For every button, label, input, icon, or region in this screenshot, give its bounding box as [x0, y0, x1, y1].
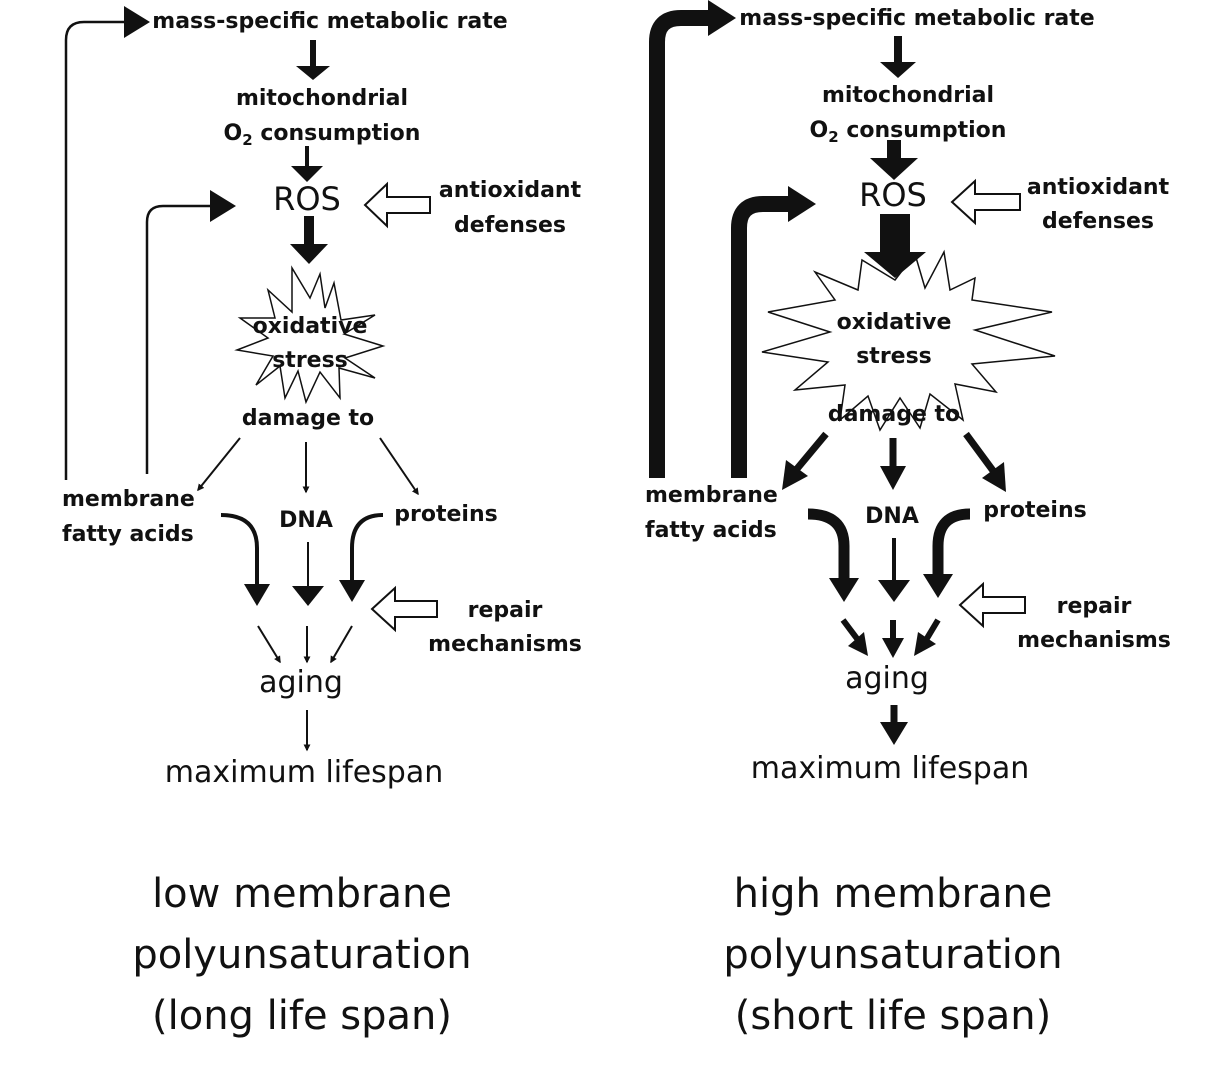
right-arrow-proteins-curve-head	[923, 574, 953, 598]
right-oxidative-stress-starburst	[761, 249, 1056, 432]
right-metabolic-rate-label: mass-specific metabolic rate	[739, 6, 1094, 31]
left-arrow-metabolic-to-mito-shaft	[310, 40, 316, 68]
right-arrow-ros-to-stress-shaft	[880, 214, 910, 254]
left-arrow-to-aging-1	[257, 625, 281, 664]
right-stress-label-line2: stress	[856, 344, 932, 369]
right-arrow-mito-to-ros-shaft	[887, 140, 901, 162]
right-arrow-damage-to-dna-head	[880, 466, 906, 490]
left-arrow-ros-to-stress-shaft	[304, 216, 314, 246]
right-arrow-membrane-curve	[807, 508, 850, 580]
left-feedback-arrow-ros	[145, 204, 212, 474]
right-arrow-damage-to-proteins	[963, 431, 997, 475]
left-membrane-label-line2: fatty acids	[62, 522, 194, 547]
right-antioxidant-label-line1: antioxidant	[1027, 175, 1170, 200]
left-arrow-membrane-curve-head	[244, 584, 270, 606]
right-arrow-damage-to-proteins-head	[982, 462, 1006, 492]
right-panel: mass-specific metabolic rate mitochondri…	[645, 0, 1171, 1039]
right-ros-label: ROS	[859, 176, 927, 214]
left-arrow-membrane-curve	[220, 513, 259, 586]
left-panel: mass-specific metabolic rate mitochondri…	[62, 6, 582, 1039]
left-arrow-mito-to-ros-shaft	[305, 146, 309, 168]
left-feedback-arrowhead-metabolic	[124, 6, 150, 38]
right-repair-label-line2: mechanisms	[1017, 628, 1171, 653]
right-antioxidant-open-arrow	[950, 178, 1021, 226]
left-caption-line1: low membrane	[152, 871, 452, 917]
right-feedback-arrow-metabolic	[649, 10, 712, 478]
right-membrane-label-line1: membrane	[645, 483, 778, 508]
right-arrow-to-aging-1-head	[848, 632, 868, 656]
left-arrow-mito-to-ros-head	[291, 166, 323, 182]
right-lifespan-label: maximum lifespan	[751, 751, 1029, 786]
right-arrow-metabolic-to-mito-head	[880, 62, 916, 78]
right-stress-label-line1: oxidative	[837, 310, 952, 335]
right-arrow-damage-to-membrane	[793, 431, 829, 473]
right-feedback-arrowhead-ros	[788, 186, 816, 222]
left-mito-label-line1: mitochondrial	[236, 86, 408, 111]
left-aging-label: aging	[259, 665, 343, 700]
left-proteins-label: proteins	[394, 502, 497, 527]
left-arrow-to-aging-3	[330, 625, 353, 664]
right-damage-label: damage to	[828, 402, 960, 427]
left-repair-label-line1: repair	[468, 598, 543, 623]
right-aging-label: aging	[845, 661, 929, 696]
right-mito-label-line2: O2 consumption	[810, 118, 1007, 146]
left-antioxidant-label-line2: defenses	[454, 213, 566, 238]
right-antioxidant-label-line2: defenses	[1042, 209, 1154, 234]
right-arrow-to-aging-2-head	[882, 638, 904, 658]
right-arrow-ros-to-stress-head	[864, 252, 926, 278]
right-arrow-aging-to-lifespan-head	[880, 722, 908, 745]
left-arrow-proteins-curve-head	[339, 580, 365, 602]
left-caption-line2: polyunsaturation	[132, 932, 471, 978]
left-membrane-label-line1: membrane	[62, 487, 195, 512]
left-arrow-damage-to-proteins	[379, 437, 419, 496]
left-mito-label-line2: O2 consumption	[224, 121, 421, 149]
right-feedback-arrowhead-metabolic	[708, 0, 736, 36]
left-feedback-arrowhead-ros	[210, 190, 236, 222]
left-repair-open-arrow	[370, 585, 438, 633]
right-membrane-label-line2: fatty acids	[645, 518, 777, 543]
left-arrow-proteins-curve	[350, 513, 384, 582]
left-stress-label-line1: oxidative	[253, 314, 368, 339]
right-arrow-to-aging-1	[840, 618, 861, 642]
right-arrow-metabolic-to-mito-shaft	[894, 36, 902, 64]
left-antioxidant-label-line1: antioxidant	[439, 178, 582, 203]
left-damage-label: damage to	[242, 406, 374, 431]
left-arrow-damage-to-membrane	[197, 437, 241, 492]
right-arrow-membrane-curve-head	[829, 578, 859, 602]
right-caption-line3: (short life span)	[735, 993, 1051, 1039]
left-arrow-ros-to-stress-head	[290, 244, 328, 264]
right-arrow-mito-to-ros-head	[870, 158, 918, 180]
left-antioxidant-open-arrow	[363, 181, 431, 229]
left-oxidative-stress-starburst	[234, 265, 386, 405]
left-repair-label-line2: mechanisms	[428, 632, 582, 657]
right-repair-open-arrow	[958, 581, 1026, 629]
right-proteins-label: proteins	[983, 498, 1086, 523]
right-mito-label-line1: mitochondrial	[822, 83, 994, 108]
right-caption-line2: polyunsaturation	[723, 932, 1062, 978]
right-feedback-arrow-ros	[731, 196, 792, 478]
right-arrow-damage-to-membrane-head	[782, 460, 808, 490]
left-arrow-metabolic-to-mito-head	[296, 66, 330, 80]
left-metabolic-rate-label: mass-specific metabolic rate	[152, 9, 507, 34]
right-repair-label-line1: repair	[1057, 594, 1132, 619]
left-feedback-arrow-metabolic	[64, 20, 126, 480]
left-dna-label: DNA	[279, 508, 333, 533]
left-arrow-dna-down-head	[292, 586, 324, 606]
left-stress-label-line2: stress	[272, 348, 348, 373]
right-arrow-dna-down-head	[878, 580, 910, 602]
left-ros-label: ROS	[273, 180, 341, 218]
right-caption-line1: high membrane	[734, 871, 1053, 917]
right-arrow-proteins-curve	[932, 508, 971, 576]
right-dna-label: DNA	[865, 504, 919, 529]
left-caption-line3: (long life span)	[152, 993, 452, 1039]
right-arrow-to-aging-3	[923, 618, 941, 642]
right-arrow-to-aging-3-head	[914, 632, 936, 656]
left-lifespan-label: maximum lifespan	[165, 755, 443, 790]
